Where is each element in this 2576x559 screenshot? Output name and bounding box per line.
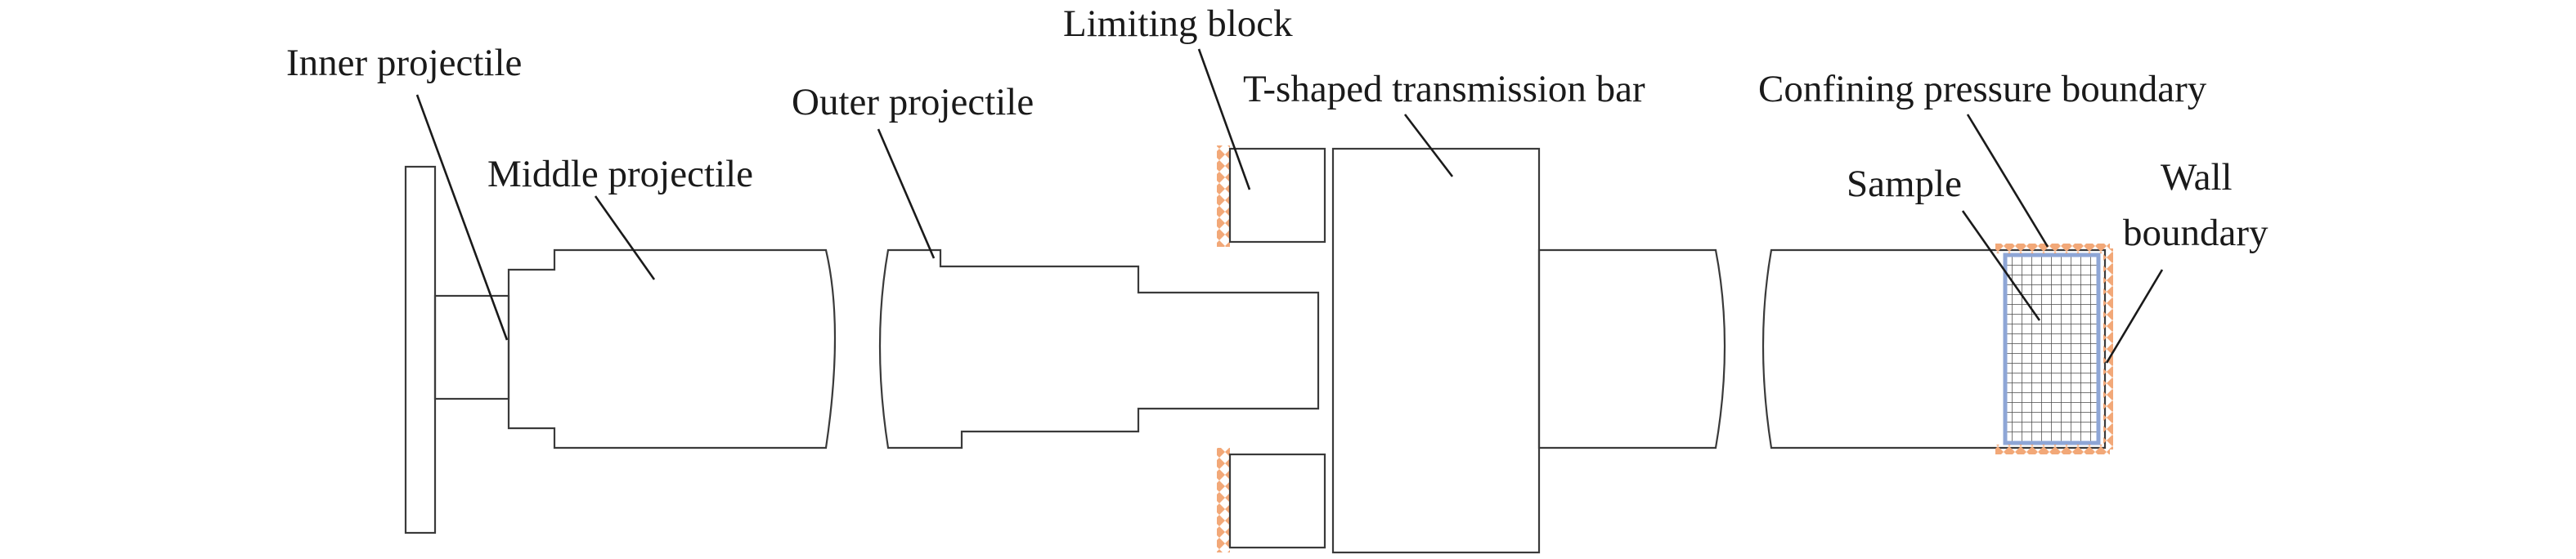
bar-end-mesh <box>1761 248 2107 449</box>
limiting-block-label: Limiting block <box>1063 2 1293 45</box>
inner-projectile-mesh <box>404 165 510 534</box>
transmission-bar-label: T-shaped transmission bar <box>1243 68 1645 110</box>
leader-lines <box>415 48 2164 364</box>
wall-boundary-label-line1: Wall <box>2161 156 2233 199</box>
outer-projectile-mesh <box>878 248 1320 449</box>
limiting-block-top <box>1217 145 1326 247</box>
middle-projectile-mesh <box>507 248 837 449</box>
transmission-bar-mesh <box>1331 147 1726 554</box>
sample-label: Sample <box>1847 163 1962 205</box>
confining-boundary-label: Confining pressure boundary <box>1758 68 2207 110</box>
limiting-block-bottom <box>1217 448 1326 552</box>
sample-mesh <box>2003 253 2101 445</box>
middle-projectile-label: Middle projectile <box>487 153 753 195</box>
inner-projectile-label: Inner projectile <box>286 42 522 84</box>
wall-boundary-label-line2: boundary <box>2123 212 2269 254</box>
boundary-markers <box>1995 244 2113 454</box>
outer-projectile-label: Outer projectile <box>792 81 1034 123</box>
